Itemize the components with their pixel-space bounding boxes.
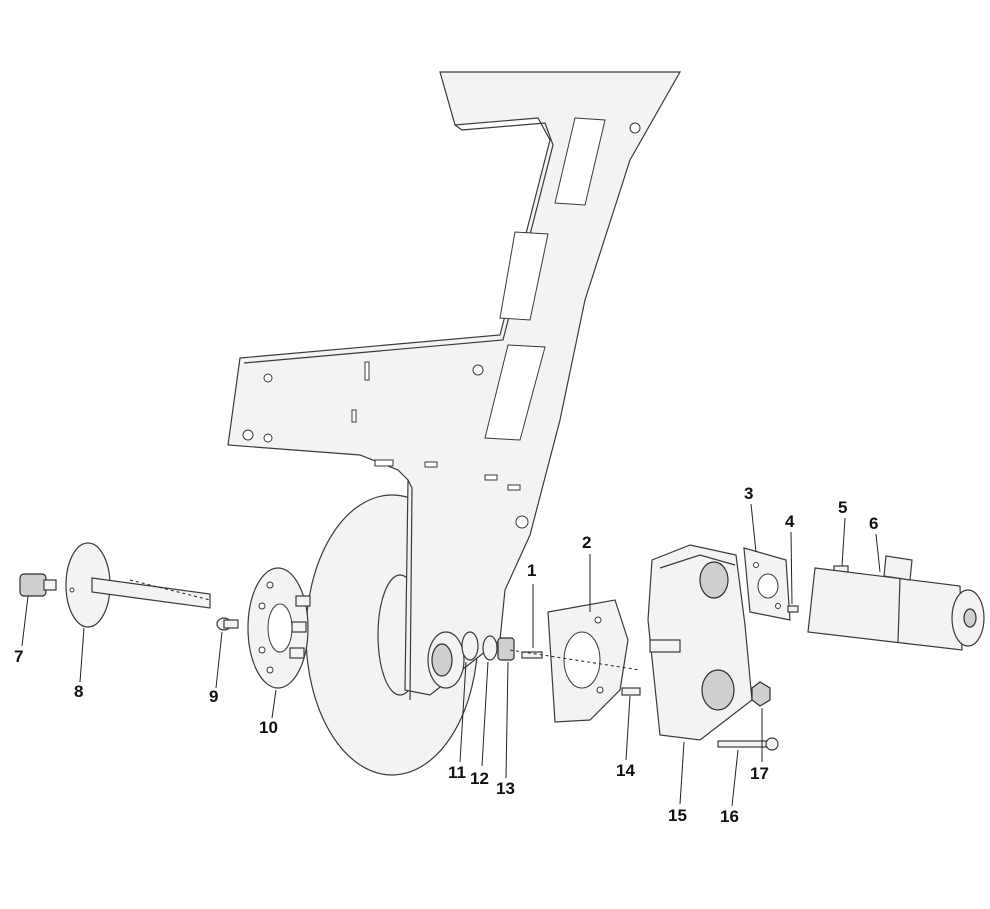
callout-14: 14 — [616, 761, 635, 780]
callout-2: 2 — [582, 533, 592, 552]
part-9-bolt — [216, 617, 239, 631]
callout-15: 15 — [668, 806, 687, 825]
part-17-nut — [751, 681, 771, 707]
frame-plate — [227, 71, 682, 701]
callout-5: 5 — [838, 498, 848, 517]
part-2-mounting-plate — [547, 599, 629, 723]
part-16-long-bolt — [717, 737, 779, 751]
callout-3: 3 — [744, 484, 754, 503]
callout-13: 13 — [496, 779, 515, 798]
callout-11: 11 — [448, 763, 466, 782]
callout-1: 1 — [527, 561, 537, 580]
part-15-gearbox — [647, 544, 753, 741]
part-3-adapter-plate — [743, 547, 791, 621]
leader-lines — [21, 503, 881, 807]
part-10-hub-flange — [247, 567, 311, 689]
callout-6: 6 — [869, 514, 879, 533]
frame-hub — [427, 631, 465, 689]
callout-16: 16 — [720, 807, 739, 826]
part-1-key — [521, 651, 543, 659]
part-12-washer — [482, 635, 498, 661]
part-6-motor — [807, 555, 985, 651]
part-8-axle-disc — [65, 542, 211, 628]
callout-9: 9 — [209, 687, 219, 706]
part-14-pin — [621, 687, 641, 696]
part-4-screw — [787, 605, 799, 613]
callout-17: 17 — [750, 764, 769, 783]
callout-7: 7 — [14, 647, 24, 666]
callout-4: 4 — [785, 512, 795, 531]
part-13-nut — [497, 637, 515, 661]
part-11-bearing — [461, 631, 479, 661]
callout-8: 8 — [74, 682, 84, 701]
callout-12: 12 — [470, 769, 489, 788]
callout-10: 10 — [259, 718, 278, 737]
part-7-grease-nipple — [19, 573, 57, 597]
